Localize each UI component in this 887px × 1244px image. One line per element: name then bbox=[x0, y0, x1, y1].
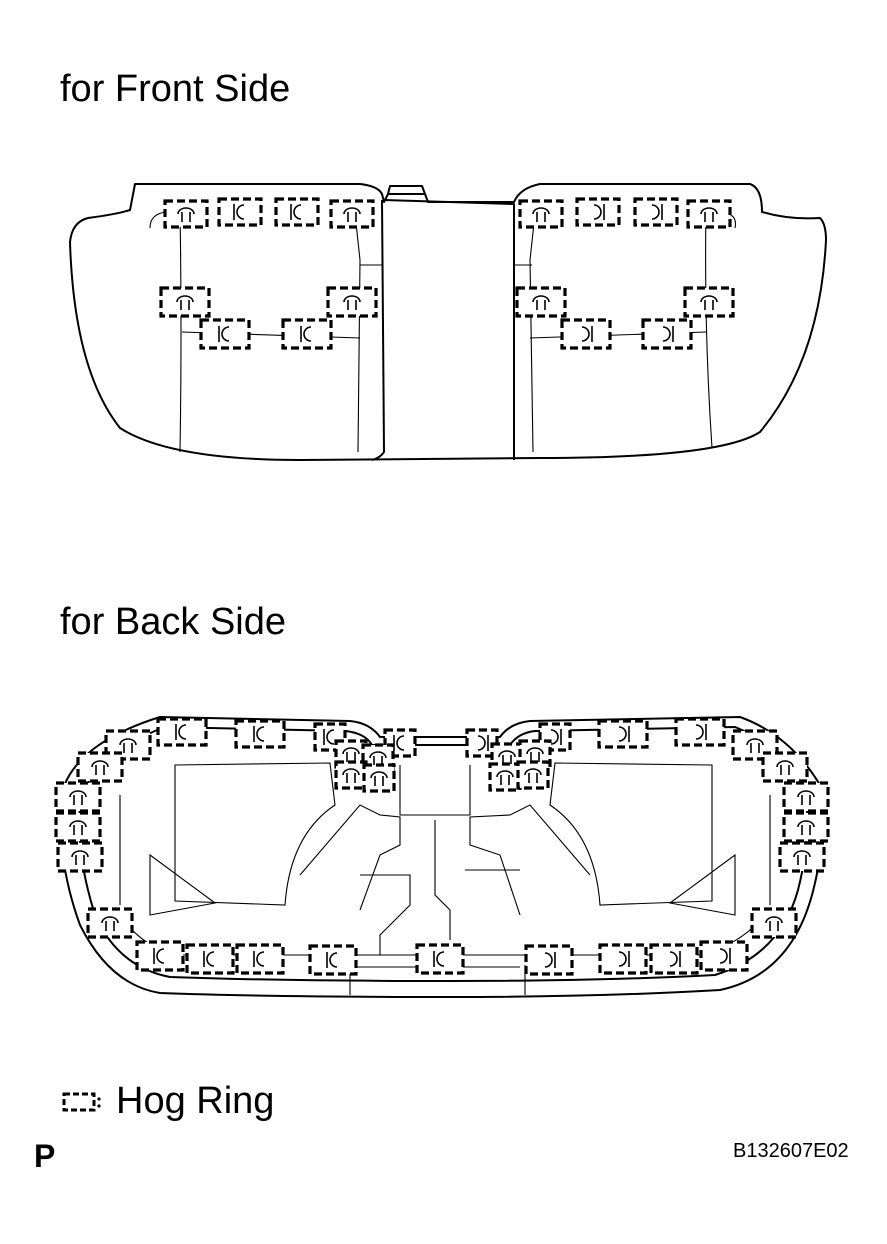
front-seat-outline bbox=[69, 183, 827, 461]
hog-ring bbox=[538, 722, 572, 752]
hog-ring bbox=[699, 940, 749, 972]
hog-ring bbox=[334, 760, 368, 790]
hog-ring-dashed-box-icon bbox=[62, 1092, 101, 1111]
figure-code: B132607E02 bbox=[733, 1140, 849, 1162]
hog-ring bbox=[415, 943, 465, 975]
hog-ring bbox=[326, 286, 378, 318]
hog-ring bbox=[234, 719, 286, 749]
back-side-seat-diagram bbox=[54, 716, 830, 998]
hog-ring bbox=[518, 199, 564, 229]
front-side-seat-diagram bbox=[69, 183, 827, 461]
legend-label: Hog Ring bbox=[116, 1080, 275, 1122]
hog-ring bbox=[54, 811, 102, 843]
hog-ring bbox=[515, 286, 567, 318]
hog-ring bbox=[683, 286, 735, 318]
hog-ring bbox=[782, 781, 830, 813]
hog-ring bbox=[488, 762, 522, 792]
hog-ring bbox=[135, 940, 185, 972]
back-hog-rings bbox=[54, 717, 830, 976]
hog-ring bbox=[560, 318, 612, 350]
hog-ring bbox=[641, 318, 693, 350]
hog-ring bbox=[86, 907, 134, 939]
back-seat-outline bbox=[58, 716, 824, 998]
hog-ring bbox=[56, 841, 104, 873]
hog-ring bbox=[156, 717, 208, 747]
front-hog-rings bbox=[159, 197, 735, 350]
hog-ring bbox=[235, 943, 285, 975]
hog-ring bbox=[329, 199, 375, 229]
front-side-title: for Front Side bbox=[60, 68, 291, 110]
hog-ring bbox=[217, 197, 263, 227]
hog-ring bbox=[185, 943, 235, 975]
hog-ring bbox=[649, 943, 699, 975]
back-side-title: for Back Side bbox=[60, 601, 286, 643]
hog-ring bbox=[163, 199, 209, 229]
hog-ring bbox=[575, 197, 621, 227]
hog-ring bbox=[104, 729, 152, 761]
hog-ring bbox=[516, 760, 550, 790]
hog-ring bbox=[54, 781, 102, 813]
hog-ring bbox=[778, 841, 826, 873]
hog-ring bbox=[761, 751, 809, 783]
hog-ring bbox=[598, 943, 648, 975]
hog-ring bbox=[362, 763, 396, 793]
panel-letter: P bbox=[34, 1138, 56, 1174]
hog-ring bbox=[281, 318, 333, 350]
hog-ring bbox=[750, 907, 798, 939]
hog-ring bbox=[159, 286, 211, 318]
hog-ring bbox=[524, 944, 574, 976]
legend: Hog Ring bbox=[62, 1080, 274, 1123]
hog-ring bbox=[76, 751, 124, 783]
hog-ring bbox=[674, 717, 726, 747]
hog-ring bbox=[782, 811, 830, 843]
hog-ring bbox=[308, 944, 358, 976]
hog-ring bbox=[597, 719, 649, 749]
hog-ring bbox=[686, 199, 732, 229]
hog-ring bbox=[633, 197, 679, 227]
hog-ring bbox=[274, 197, 320, 227]
hog-ring bbox=[199, 318, 251, 350]
